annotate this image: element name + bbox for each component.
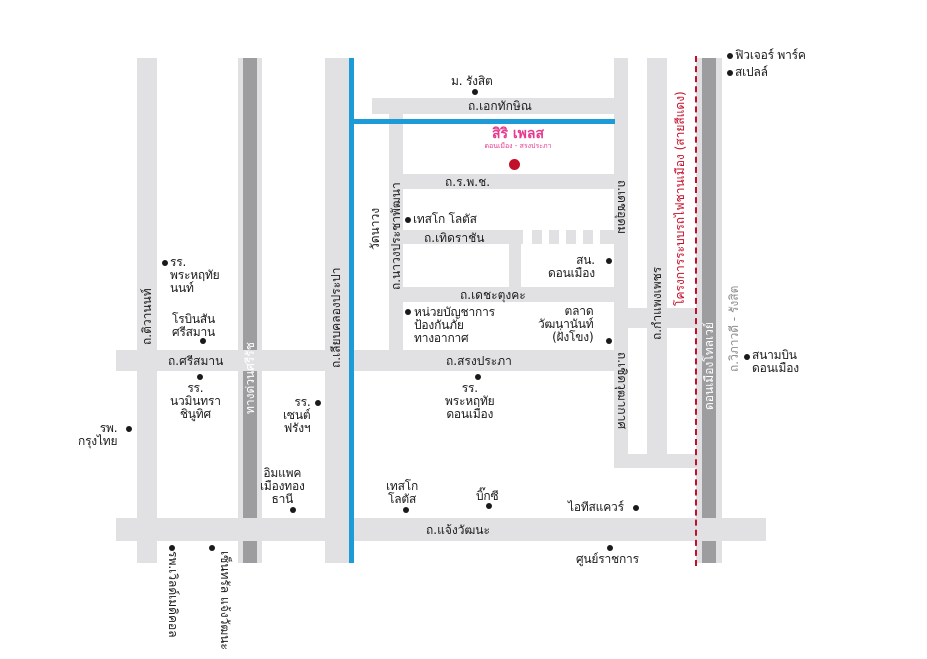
label-road-nawong: ถ.นาวงประชาพัฒนา	[389, 182, 403, 290]
label-don-mueang-district: สน. ดอนเมือง	[548, 253, 595, 280]
dot-big-c	[486, 503, 492, 509]
road-thoetracha	[389, 230, 523, 244]
label-st-francis: รร. เซนต์ ฟรังฯ	[283, 395, 311, 435]
label-tesco-lotus-2: เทสโก โลตัส	[386, 479, 419, 506]
label-wat-nawong: วัดนาวง	[368, 207, 382, 250]
label-impact: อิมแพค เมืองทอง ธานี	[260, 466, 305, 506]
road-ropoch	[389, 174, 614, 189]
highway-tollway-srirat	[243, 58, 257, 563]
road-thoetracha-dash-2	[549, 230, 559, 244]
label-road-don-mueang-tollway: ดอนเมืองโทลเวย์	[702, 322, 716, 410]
label-road-choetwuttakat: ถ.เชิดวุฒากาศ	[615, 352, 629, 430]
road-connector	[509, 230, 521, 292]
dot-spell	[727, 70, 733, 76]
label-government-center: ศูนย์ราชการ	[576, 552, 639, 566]
road-choet-connector	[614, 454, 696, 468]
road-liap-khlong-prapa	[325, 58, 349, 563]
brand-subtitle: ดอนเมือง - สรงประภา	[484, 142, 552, 150]
label-it-square: ไอทีสแควร์	[568, 500, 624, 514]
label-road-kamphaeng-phet: ถ.กำแพงเพชร	[650, 266, 664, 340]
label-don-mueang-stadium: สนามบิน ดอนเมือง	[752, 348, 799, 375]
label-robinson: โรบินสัน ศรีสมาน	[172, 312, 216, 339]
label-disaster-unit: หน่วยบัญชาการ ป้องกันภัย ทางอากาศ	[414, 305, 495, 345]
dot-krungthai-hospital	[126, 426, 132, 432]
label-road-ropoch: ถ.ร.พ.ช.	[445, 175, 491, 189]
road-dechudom	[614, 58, 628, 356]
canal-top	[354, 119, 615, 124]
dot-rangsit-univ	[472, 89, 478, 95]
label-big-c: บิ๊กซี	[476, 489, 499, 503]
dot-st-francis	[315, 400, 321, 406]
label-road-dechudom: ถ.เดชอุดม	[615, 180, 629, 235]
dot-disaster-unit	[405, 309, 411, 315]
dot-central-chaengwattana	[209, 545, 215, 551]
label-road-thoetracha: ถ.เทิดราชัน	[424, 231, 485, 245]
label-road-vibhavadi: ถ.วิภาวดี - รังสิต	[727, 285, 741, 372]
label-road-ekthakin: ถ.เอกทักษิณ	[468, 99, 532, 113]
dot-tesco-lotus-1	[405, 217, 411, 223]
label-future-park: ฟิวเจอร์ พาร์ค	[735, 48, 806, 62]
dot-government-center	[607, 545, 613, 551]
label-world-medical: รพ.เวิลด์เมดิคอล	[166, 551, 180, 638]
label-road-dechatungkha: ถ.เดชะตุงคะ	[460, 288, 526, 302]
canal-prapa	[349, 58, 354, 563]
label-spell: สเปลล์	[735, 65, 768, 79]
label-red-line: โครงการระบบรถไฟชานเมือง (สายสีแดง)	[673, 91, 687, 306]
dot-future-park	[727, 53, 733, 59]
label-navamin: รร. นวมินทรา ชินูทิศ	[170, 381, 221, 421]
red-line-rail	[695, 56, 697, 566]
dot-don-mueang-stadium	[744, 354, 750, 360]
road-ekthakin	[372, 98, 628, 114]
dot-robinson	[200, 338, 206, 344]
label-central-chaengwattana: เซ็นทรัล แจ้งวัฒนะ	[218, 551, 232, 650]
brand-name: สิริ เพลส	[491, 126, 545, 142]
dot-impact	[290, 507, 296, 513]
road-thoetracha-dash-1	[532, 230, 542, 244]
label-tesco-lotus-1: เทสโก โลตัส	[413, 212, 477, 226]
label-road-songprapha: ถ.สรงประภา	[446, 354, 512, 368]
highway-don-mueang-tollway	[702, 58, 716, 563]
label-phrahruthai-donmueang: รร. พระหฤทัย ดอนเมือง	[445, 381, 495, 421]
dot-phrahruthai-nonthaburi	[162, 260, 168, 266]
siri-place-brand: สิริ เพลส ดอนเมือง - สรงประภา	[468, 126, 568, 151]
dot-it-square	[633, 505, 639, 511]
road-thoetracha-dash-4	[583, 230, 593, 244]
label-road-chaengwattana: ถ.แจ้งวัฒนะ	[426, 523, 490, 537]
label-road-tollway-srirat: ทางด่วนศรีรัช	[243, 342, 257, 414]
label-phrahruthai-nonthaburi: รร. พระหฤทัย นนท์	[170, 255, 220, 295]
road-kamphaeng-phet	[647, 58, 667, 468]
road-dechatungkha	[389, 287, 614, 302]
label-rangsit-univ: ม. รังสิต	[451, 74, 493, 88]
road-chaengwattana	[116, 518, 766, 541]
dot-phrahruthai-donmueang	[475, 374, 481, 380]
dot-don-mueang-district	[606, 258, 612, 264]
dot-market	[606, 338, 612, 344]
dot-navamin	[197, 374, 203, 380]
label-road-srisaman: ถ.ศรีสมาน	[168, 354, 224, 368]
label-road-liap-khlong-prapa: ถ.เลียบคลองประปา	[329, 267, 343, 369]
road-thoetracha-dash-3	[566, 230, 576, 244]
dot-tesco-lotus-2	[403, 507, 409, 513]
road-kamphaeng-connector	[628, 308, 696, 328]
road-thoetracha-dash-5	[600, 230, 614, 244]
siri-place-location-marker	[509, 159, 520, 170]
road-tiwanon	[137, 58, 157, 563]
dot-world-medical	[169, 545, 175, 551]
label-krungthai-hospital: รพ. กรุงไทย	[78, 421, 118, 448]
label-road-tiwanon: ถ.ติวานนท์	[140, 288, 154, 345]
label-market: ตลาด วัฒนานันท์ (ฝั่งโขง)	[538, 304, 594, 344]
road-choetwuttakat	[614, 356, 628, 466]
road-songprapha-srisaman	[116, 350, 628, 371]
